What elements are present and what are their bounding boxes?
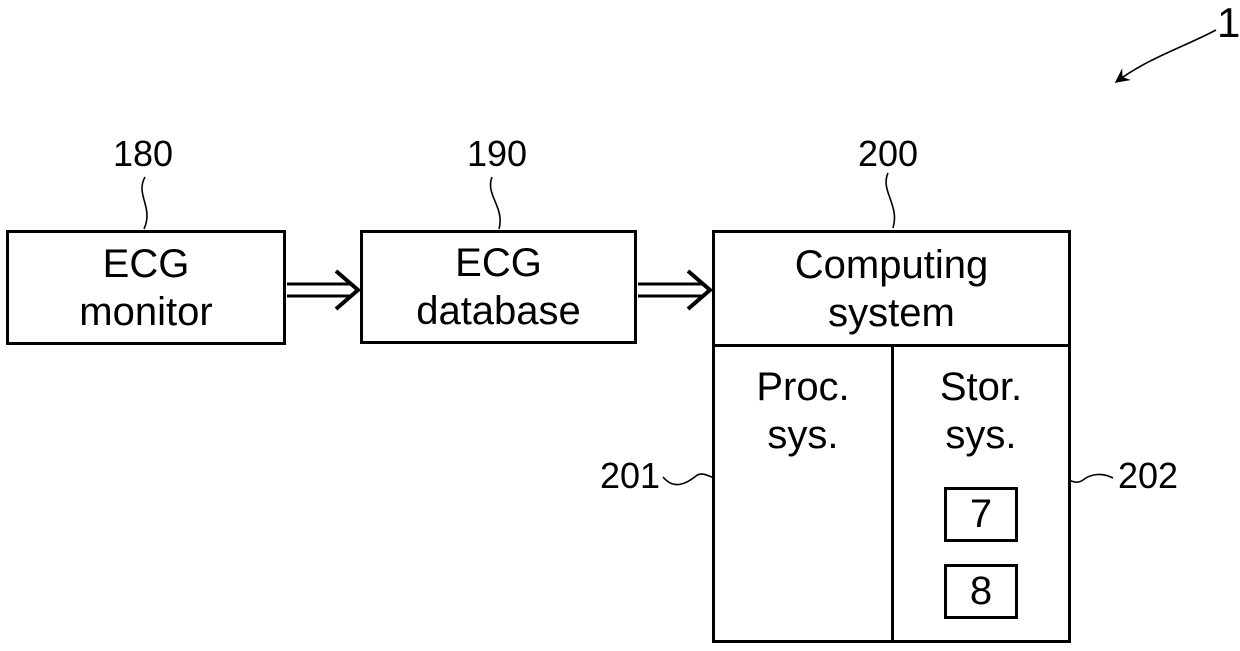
processing-system-label: Proc. sys. xyxy=(756,363,849,459)
processing-system-label-line2: sys. xyxy=(767,413,839,457)
ref-label-stor-sys: 202 xyxy=(1117,455,1179,496)
computing-system-body: Proc. sys. Stor. sys. 7 8 xyxy=(715,347,1068,643)
computing-system-header: Computing system xyxy=(715,233,1068,347)
storage-module-7-box: 7 xyxy=(944,487,1018,542)
ecg-database-label-line2: database xyxy=(416,289,581,333)
ecg-database-label: ECG database xyxy=(416,239,581,335)
computing-system-label: Computing system xyxy=(795,241,988,337)
ecg-monitor-label: ECG monitor xyxy=(79,240,212,336)
ref-label-ecg-database: 190 xyxy=(466,133,528,174)
ref-label-proc-sys: 201 xyxy=(599,455,661,496)
ecg-database-label-line1: ECG xyxy=(455,241,542,285)
storage-system-label-line2: sys. xyxy=(945,413,1017,457)
ref-label-computing-system: 200 xyxy=(857,133,919,174)
double-line-arrow-icon xyxy=(638,269,714,311)
computing-system-label-line2: system xyxy=(828,290,955,335)
storage-module-8-box: 8 xyxy=(944,564,1018,619)
storage-system-cell: Stor. sys. 7 8 xyxy=(894,347,1068,643)
ecg-monitor-label-line1: ECG xyxy=(102,241,190,286)
ecg-database-box: ECG database xyxy=(360,230,637,344)
computing-system-label-line1: Computing xyxy=(794,242,989,287)
double-line-arrow-icon xyxy=(287,269,362,311)
figure-reference-arrow-icon xyxy=(1114,29,1217,83)
processing-system-cell: Proc. sys. xyxy=(715,347,894,643)
computing-system-box: Computing system Proc. sys. Stor. sys. 7… xyxy=(712,230,1071,643)
storage-system-label: Stor. sys. xyxy=(940,363,1022,459)
ref-label-figure: 1 xyxy=(1217,0,1240,46)
ecg-monitor-label-line2: monitor xyxy=(79,289,213,334)
storage-system-label-line1: Stor. xyxy=(939,365,1023,409)
ref-label-ecg-monitor: 180 xyxy=(112,133,174,174)
ecg-monitor-box: ECG monitor xyxy=(6,230,286,345)
leader-line-190 xyxy=(489,176,501,230)
processing-system-label-line1: Proc. xyxy=(756,365,850,409)
leader-line-180 xyxy=(141,176,148,230)
leader-line-200 xyxy=(885,172,896,229)
